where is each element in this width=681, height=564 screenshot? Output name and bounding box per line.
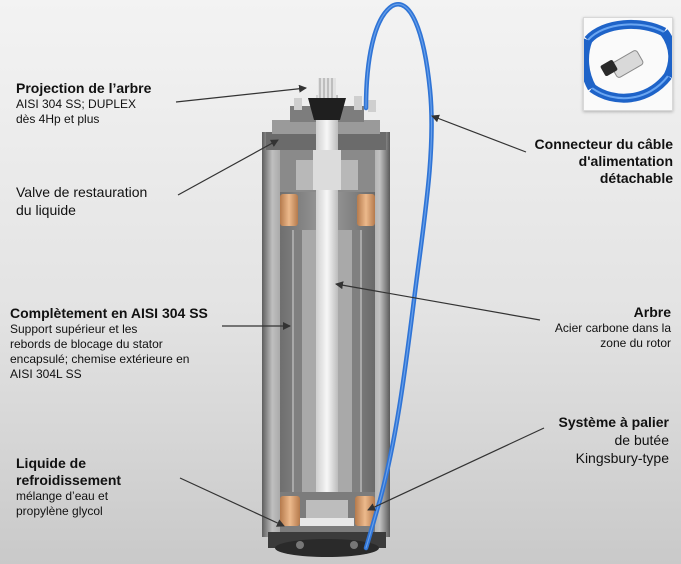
leader-restoration-valve — [177, 139, 279, 196]
label-restoration-valve: Valve de restauration du liquide — [16, 183, 147, 219]
shaft — [316, 95, 338, 515]
label-shaft-projection-line-2: dès 4Hp et plus — [16, 112, 100, 126]
label-cooling-liquid: Liquide de refroidissement mélange d’eau… — [16, 455, 121, 519]
leader-shaft-projection — [175, 84, 307, 103]
connector-inset-photo — [580, 17, 678, 111]
label-restoration-valve-line-1: Valve de restauration — [16, 184, 148, 200]
label-restoration-valve-line-2: du liquide — [16, 202, 76, 218]
label-stainless-body-line-4: AISI 304L SS — [10, 367, 82, 381]
lower-winding-left — [280, 496, 300, 526]
label-power-cable-title-1: Connecteur du câble — [534, 136, 673, 152]
motor-body — [262, 78, 390, 557]
label-cooling-liquid-line-1: mélange d’eau et — [16, 489, 109, 503]
label-stainless-body-title: Complètement en AISI 304 SS — [10, 305, 208, 321]
leader-shaft — [335, 281, 541, 321]
label-stainless-body: Complètement en AISI 304 SS Support supé… — [10, 305, 208, 382]
label-shaft-projection: Projection de l’arbre AISI 304 SS; DUPLE… — [16, 80, 151, 127]
upper-winding-left — [280, 194, 298, 226]
label-thrust-bearing-title: Système à palier — [558, 414, 669, 430]
label-stainless-body-line-3: encapsulé; chemise extérieure en — [10, 352, 190, 366]
label-stainless-body-line-2: rebords de blocage du stator — [10, 337, 163, 351]
label-cooling-liquid-title-2: refroidissement — [16, 472, 122, 488]
connector-icon — [580, 19, 678, 103]
label-thrust-bearing-line-2: Kingsbury-type — [575, 450, 669, 466]
label-shaft-projection-title: Projection de l’arbre — [16, 80, 152, 96]
shaft-projection — [308, 78, 346, 120]
label-shaft: Arbre Acier carbone dans la zone du roto… — [555, 304, 671, 351]
label-shaft-title: Arbre — [633, 304, 671, 320]
leader-cooling-liquid — [179, 477, 285, 527]
label-shaft-line-1: Acier carbone dans la — [554, 321, 671, 335]
leader-power-cable — [431, 114, 527, 153]
label-cooling-liquid-title-1: Liquide de — [16, 455, 86, 471]
leader-thrust-bearing — [367, 427, 545, 511]
label-power-cable: Connecteur du câble d'alimentation détac… — [535, 136, 673, 187]
label-stainless-body-line-1: Support supérieur et les — [10, 322, 138, 336]
label-power-cable-title-2: d'alimentation — [578, 153, 673, 169]
label-shaft-line-2: zone du rotor — [600, 336, 671, 350]
upper-winding-right — [357, 194, 375, 226]
label-cooling-liquid-line-2: propylène glycol — [16, 504, 103, 518]
label-power-cable-title-3: détachable — [599, 170, 673, 186]
label-shaft-projection-line-1: AISI 304 SS; DUPLEX — [16, 97, 137, 111]
label-thrust-bearing: Système à palier de butée Kingsbury-type — [558, 414, 669, 467]
label-thrust-bearing-line-1: de butée — [614, 432, 670, 448]
